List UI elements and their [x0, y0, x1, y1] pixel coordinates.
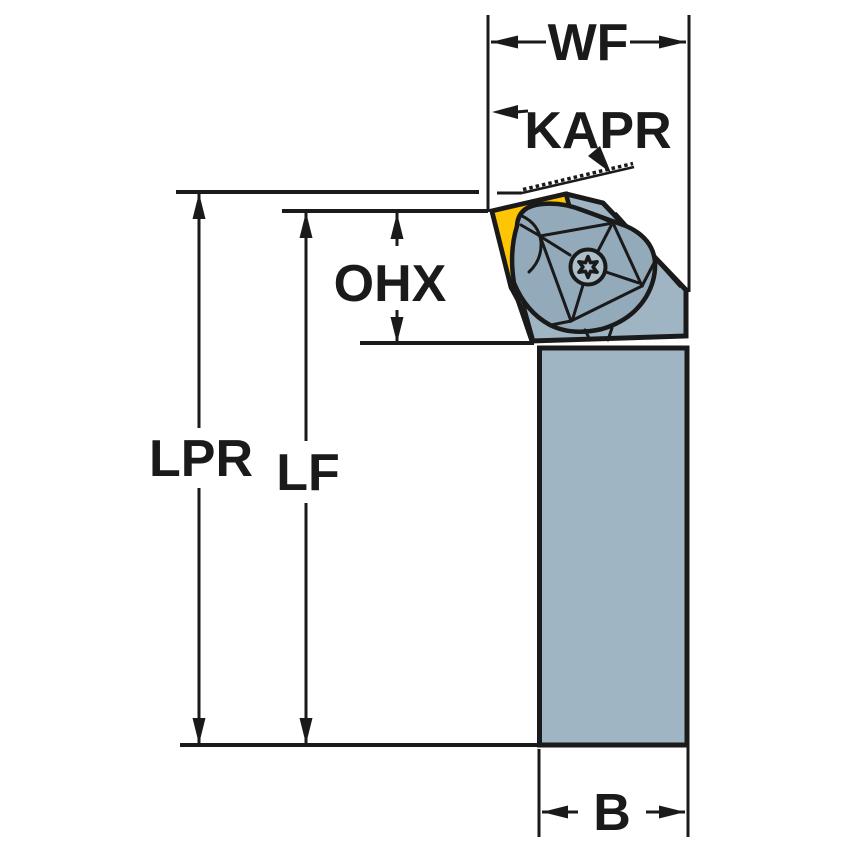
tool-shank — [537, 345, 690, 748]
clamp-facet-line — [541, 236, 572, 257]
clamp-facet-line — [640, 261, 656, 288]
dimension-kapr: KAPR — [492, 102, 672, 195]
lf-arrow-up-icon — [299, 212, 313, 238]
dimension-b: B — [537, 747, 690, 842]
clamp-facet-line — [596, 224, 613, 253]
kapr-surface-line — [521, 165, 635, 195]
clamp-facet-line — [583, 209, 615, 225]
clamp-leg-line — [583, 328, 592, 342]
b-label: B — [593, 784, 631, 842]
kapr-leader-arrow-icon — [588, 146, 611, 173]
b-arrow-left-icon — [542, 805, 568, 819]
lpr-arrow-down-icon — [192, 718, 206, 744]
wf-label: WF — [548, 14, 629, 72]
clamp-facet-line — [519, 223, 542, 238]
wf-arrow-left-icon — [491, 35, 518, 49]
kapr-arrow-left-icon — [492, 105, 518, 119]
dimension-wf: WF — [486, 14, 691, 292]
b-arrow-right-icon — [659, 805, 685, 819]
dimension-lf: LF — [276, 212, 340, 744]
ohx-arrow-up-icon — [390, 213, 404, 239]
lpr-arrow-up-icon — [192, 193, 206, 219]
torx-screw — [568, 247, 608, 287]
dimension-ohx: OHX — [334, 213, 447, 343]
clamp-leg-line — [606, 326, 614, 342]
lf-label: LF — [276, 444, 340, 502]
clamp-wireframe — [519, 209, 656, 342]
clamp-facet-line — [604, 270, 641, 285]
head-facet-line — [520, 296, 535, 340]
ohx-arrow-down-icon — [390, 317, 404, 343]
dimension-lpr: LPR — [149, 193, 253, 744]
reference-lines — [176, 190, 545, 747]
kapr-arrow-tail — [515, 109, 529, 114]
screw-head-circle — [568, 247, 608, 287]
kapr-surface-hatching — [522, 161, 634, 192]
clamp-facet-line — [571, 283, 585, 320]
torx-star-icon — [577, 254, 599, 280]
lf-arrow-down-icon — [299, 718, 313, 744]
clamp-facet-line — [549, 319, 573, 327]
ohx-label: OHX — [334, 255, 447, 313]
wf-arrow-right-icon — [659, 35, 686, 49]
lpr-label: LPR — [149, 430, 253, 488]
tool-holder — [488, 191, 690, 748]
